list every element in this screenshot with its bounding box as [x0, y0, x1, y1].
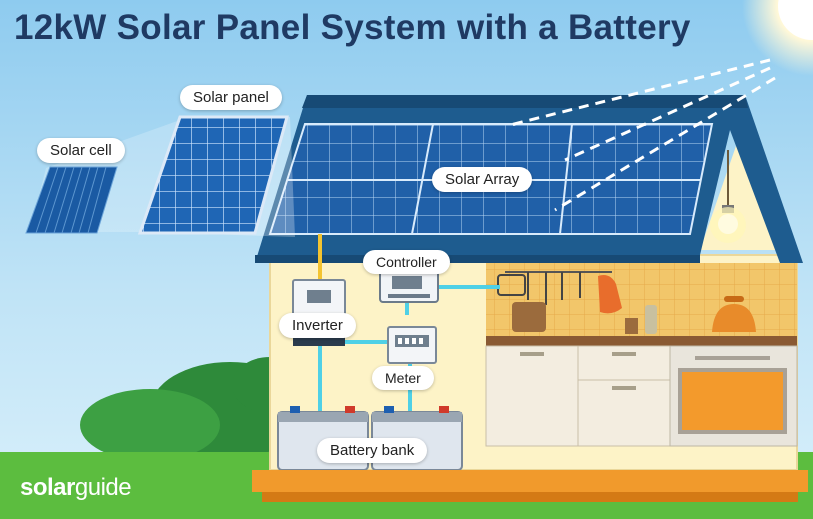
label-battery-bank: Battery bank	[317, 438, 428, 463]
kitchen	[485, 263, 798, 447]
label-solar-panel: Solar panel	[180, 85, 282, 110]
logo-part-guide: guide	[74, 474, 132, 501]
label-inverter: Inverter	[279, 313, 356, 338]
meter-device	[387, 326, 437, 364]
kettle	[712, 304, 756, 332]
inverter-device	[292, 279, 346, 346]
page-title: 12kW Solar Panel System with a Battery	[14, 8, 691, 47]
label-solar-array: Solar Array	[432, 167, 533, 192]
label-meter: Meter	[372, 366, 434, 390]
logo-part-solar: solar	[20, 474, 75, 501]
controller-device	[379, 267, 439, 303]
house-foundation	[252, 470, 808, 492]
cutting-board	[512, 302, 546, 332]
label-controller: Controller	[363, 250, 450, 274]
light-bulb-icon	[710, 150, 746, 243]
label-solar-cell: Solar cell	[37, 138, 125, 163]
cabinet	[577, 345, 671, 447]
solarguide-logo: solarguide	[20, 474, 132, 502]
oven-mitt	[598, 275, 622, 314]
sun-rays	[509, 58, 776, 212]
solar-panel	[137, 115, 289, 235]
cabinet	[485, 345, 579, 447]
